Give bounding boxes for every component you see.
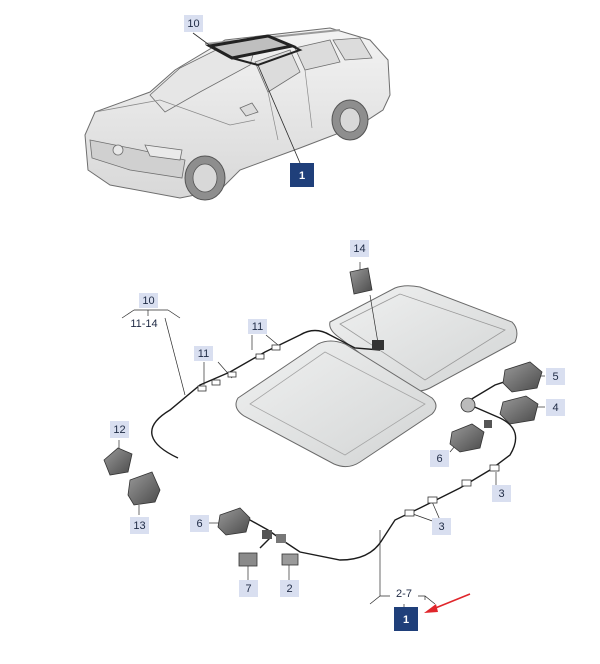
svg-text:3: 3 xyxy=(498,488,504,500)
callout-3-a[interactable]: 3 xyxy=(492,485,511,502)
svg-text:12: 12 xyxy=(113,424,125,436)
red-arrow xyxy=(424,593,471,613)
svg-text:11: 11 xyxy=(252,321,263,333)
part-5-motor xyxy=(502,361,543,393)
svg-text:6: 6 xyxy=(196,518,202,530)
callout-6-right[interactable]: 6 xyxy=(430,450,449,467)
svg-text:11-14: 11-14 xyxy=(130,318,157,330)
callout-14[interactable]: 14 xyxy=(350,240,369,257)
svg-text:2: 2 xyxy=(286,583,292,595)
callout-2-7[interactable]: 2-7 xyxy=(390,586,418,601)
callout-7[interactable]: 7 xyxy=(239,580,258,597)
callout-6-left[interactable]: 6 xyxy=(190,515,209,532)
car-illustration xyxy=(84,27,391,201)
part-7-clip xyxy=(238,552,258,567)
leader-1-car xyxy=(257,64,301,164)
callout-11-a[interactable]: 11 xyxy=(194,346,213,361)
part-connector-right xyxy=(460,397,492,428)
callout-12[interactable]: 12 xyxy=(110,421,129,438)
part-13-module xyxy=(127,471,161,506)
callout-4[interactable]: 4 xyxy=(546,399,565,416)
svg-text:11: 11 xyxy=(198,348,209,360)
leader-10-car xyxy=(192,32,213,48)
svg-text:6: 6 xyxy=(436,453,442,465)
part-connector-left xyxy=(262,530,286,543)
svg-text:5: 5 xyxy=(552,371,558,383)
svg-text:3: 3 xyxy=(438,521,444,533)
part-12-plug xyxy=(103,447,133,476)
svg-text:4: 4 xyxy=(552,402,558,414)
part-14-drain-clip xyxy=(349,267,373,295)
callout-11-14[interactable]: 11-14 xyxy=(127,316,161,331)
svg-text:10: 10 xyxy=(187,18,199,30)
callout-13[interactable]: 13 xyxy=(130,517,149,534)
part-6-switch-right xyxy=(449,423,485,453)
callout-1-car[interactable]: 1 xyxy=(290,163,314,187)
callout-3-b[interactable]: 3 xyxy=(432,518,451,535)
part-6-switch-left xyxy=(217,507,251,536)
part-11-clips xyxy=(197,344,281,392)
svg-text:14: 14 xyxy=(353,243,365,255)
callout-2[interactable]: 2 xyxy=(280,580,299,597)
callout-1-main[interactable]: 1 xyxy=(394,607,418,631)
part-4-motor xyxy=(499,395,539,425)
callout-10-range[interactable]: 10 xyxy=(139,293,158,308)
front-glass-panel xyxy=(235,340,437,468)
callout-5[interactable]: 5 xyxy=(546,368,565,385)
svg-text:1: 1 xyxy=(299,170,305,182)
svg-text:10: 10 xyxy=(142,295,154,307)
svg-text:7: 7 xyxy=(245,583,251,595)
callout-11-b[interactable]: 11 xyxy=(248,319,267,334)
svg-text:13: 13 xyxy=(133,520,145,532)
part-2-clip xyxy=(281,553,299,566)
callout-10-car[interactable]: 10 xyxy=(184,15,203,32)
part-3-clips xyxy=(404,464,500,517)
svg-text:1: 1 xyxy=(403,614,409,626)
part-connector-center xyxy=(372,340,384,350)
svg-text:2-7: 2-7 xyxy=(396,588,412,600)
